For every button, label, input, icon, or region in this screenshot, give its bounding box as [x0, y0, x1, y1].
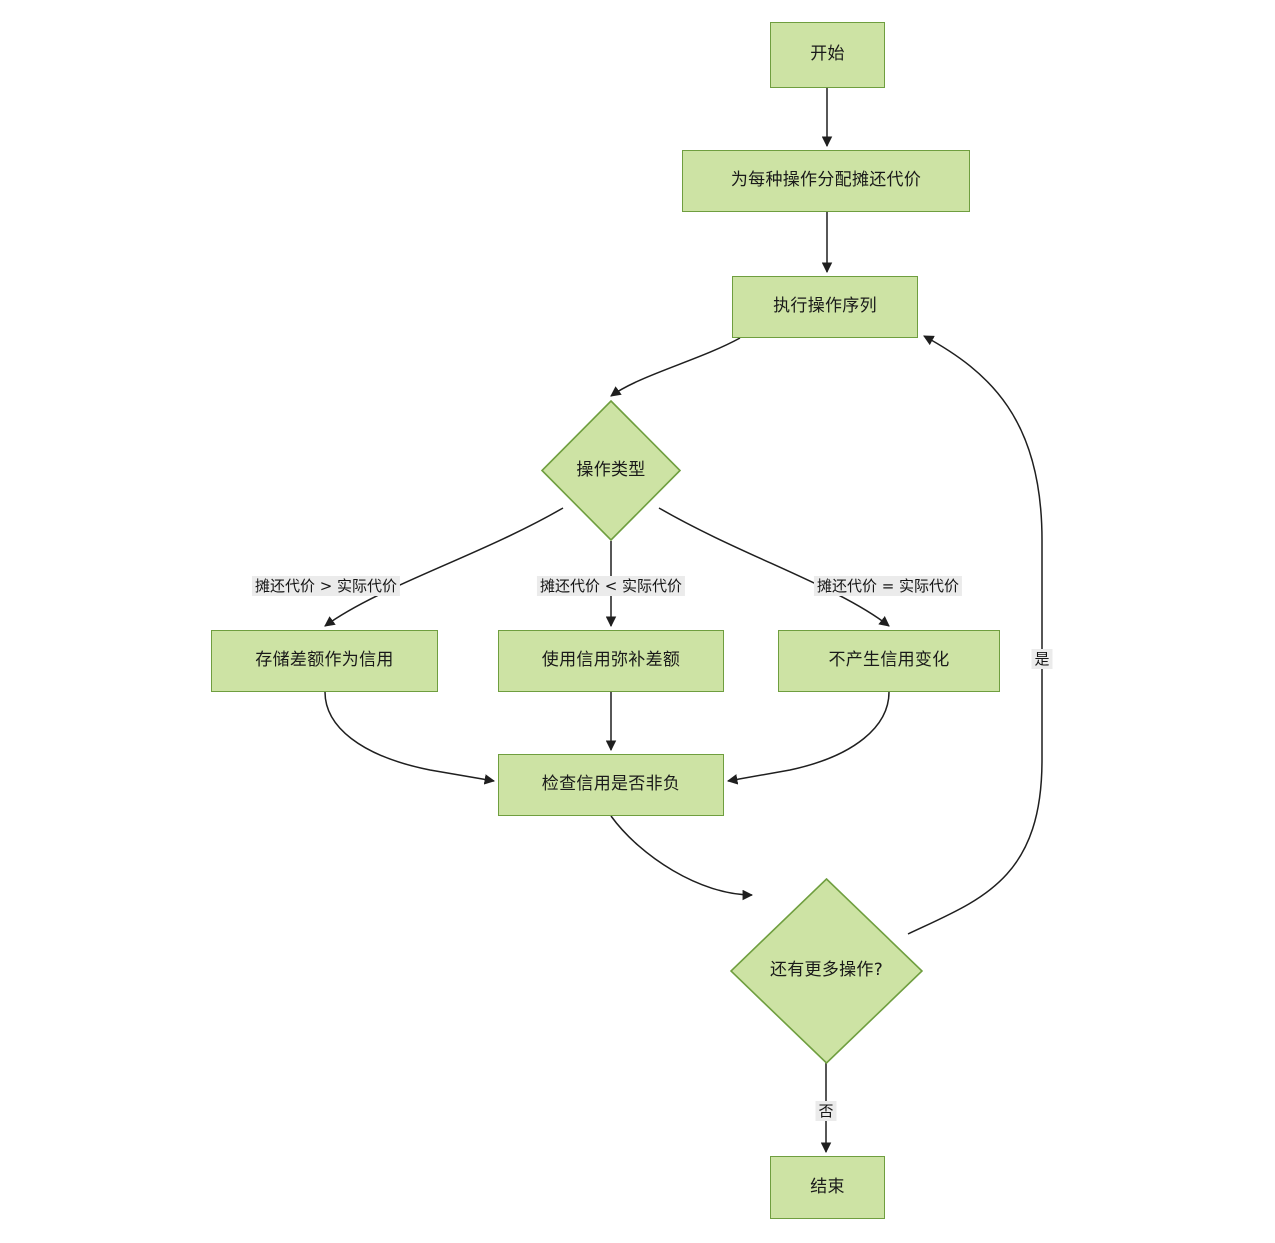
- edge-label-no: 否: [815, 1101, 837, 1121]
- edge-label-amortized-greater: 摊还代价 > 实际代价: [251, 576, 401, 596]
- node-use-credit[interactable]: 使用信用弥补差额: [498, 630, 724, 692]
- node-end-label: 结束: [810, 1176, 845, 1197]
- node-no-credit-change[interactable]: 不产生信用变化: [778, 630, 1000, 692]
- node-no-credit-change-label: 不产生信用变化: [828, 650, 950, 671]
- edge-label-amortized-less: 摊还代价 < 实际代价: [536, 576, 686, 596]
- node-end[interactable]: 结束: [770, 1156, 885, 1219]
- node-store-credit-label: 存储差额作为信用: [255, 650, 394, 671]
- node-start-label: 开始: [810, 44, 845, 65]
- node-use-credit-label: 使用信用弥补差额: [541, 650, 681, 671]
- node-more-operations-label: 还有更多操作?: [769, 960, 884, 981]
- node-check-credit-label: 检查信用是否非负: [541, 774, 681, 795]
- node-store-credit[interactable]: 存储差额作为信用: [211, 630, 438, 692]
- edge-optype-store: [324, 507, 564, 627]
- edge-label-yes: 是: [1031, 649, 1053, 669]
- diamond-shape-more-operations: [730, 878, 923, 1064]
- node-assign-label: 为每种操作分配摊还代价: [730, 170, 922, 191]
- node-assign-amortized-cost[interactable]: 为每种操作分配摊还代价: [682, 150, 970, 212]
- node-operation-type[interactable]: 操作类型: [541, 400, 681, 541]
- node-start[interactable]: 开始: [770, 22, 885, 88]
- edge-check-moreops: [610, 815, 754, 901]
- node-operation-type-label: 操作类型: [576, 459, 646, 480]
- node-check-credit[interactable]: 检查信用是否非负: [498, 754, 724, 816]
- edge-optype-nochange: [658, 507, 890, 627]
- edge-label-amortized-equal: 摊还代价 = 实际代价: [813, 576, 963, 596]
- edge-execute-optype: [610, 337, 741, 397]
- node-more-operations[interactable]: 还有更多操作?: [730, 878, 923, 1064]
- node-execute-sequence[interactable]: 执行操作序列: [732, 276, 918, 338]
- edge-nochange-check: [726, 691, 890, 785]
- edge-store-check: [324, 691, 496, 785]
- node-execute-label: 执行操作序列: [773, 296, 877, 317]
- diamond-shape-operation-type: [541, 400, 681, 541]
